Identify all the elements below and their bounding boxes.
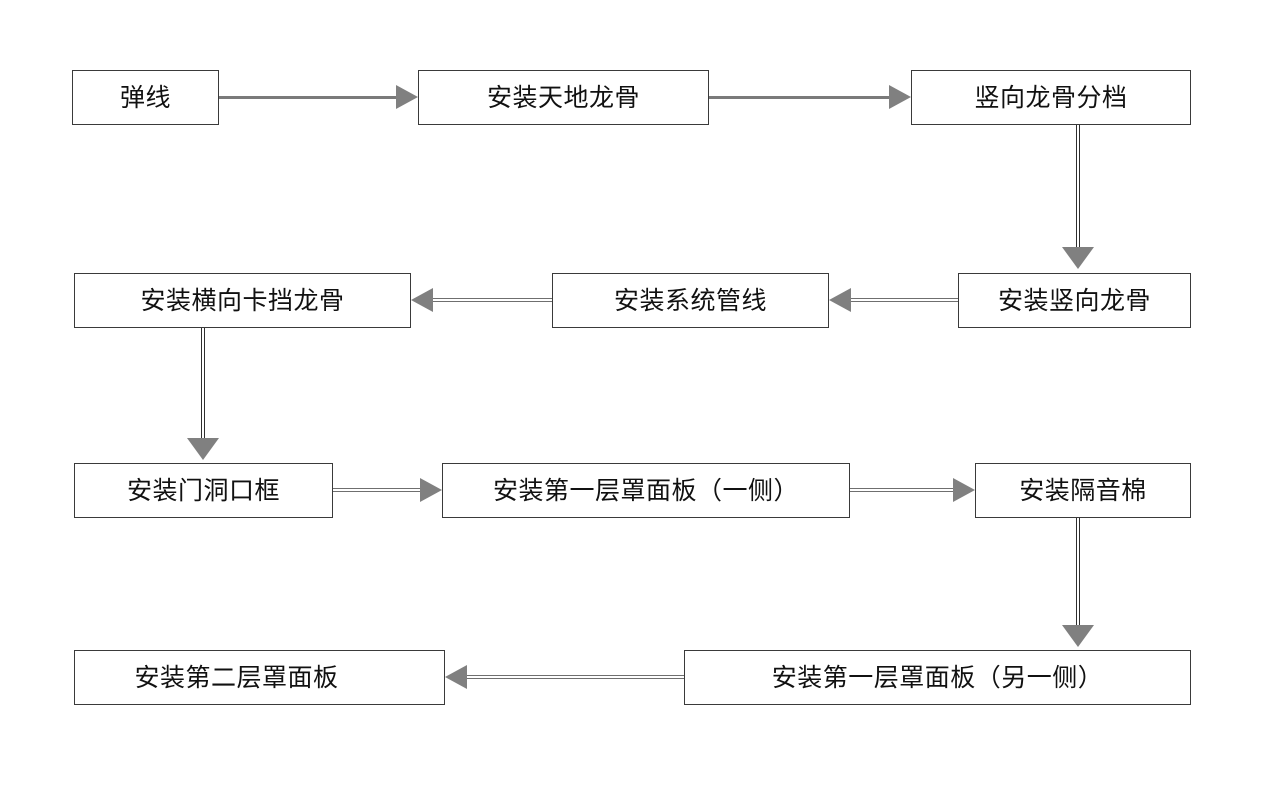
connector-line-e9 xyxy=(1076,518,1080,625)
node-label: 安装竖向龙骨 xyxy=(997,285,1151,315)
arrow-head-e8 xyxy=(953,478,975,502)
connector-line-e5 xyxy=(433,298,552,302)
node-label: 安装门洞口框 xyxy=(126,475,280,505)
arrow-head-e10 xyxy=(445,665,467,689)
process-node-stud-spacing[interactable]: 竖向龙骨分档 xyxy=(911,70,1191,125)
node-label: 竖向龙骨分档 xyxy=(974,82,1128,112)
connector-line-e1 xyxy=(219,96,396,99)
node-label: 安装第二层罩面板 xyxy=(134,662,339,692)
node-label: 安装第一层罩面板（另一侧） xyxy=(771,662,1104,692)
node-label: 安装隔音棉 xyxy=(1019,475,1147,505)
arrow-head-e5 xyxy=(411,288,433,312)
process-node-install-track-runner[interactable]: 安装天地龙骨 xyxy=(418,70,709,125)
arrow-head-e6 xyxy=(187,438,219,460)
process-node-install-first-layer-panel-other-side[interactable]: 安装第一层罩面板（另一侧） xyxy=(684,650,1191,705)
node-label: 安装系统管线 xyxy=(613,285,767,315)
connector-line-e3 xyxy=(1076,125,1080,247)
node-label: 安装第一层罩面板（一侧） xyxy=(492,475,799,505)
process-node-install-second-layer-panel[interactable]: 安装第二层罩面板 xyxy=(74,650,445,705)
connector-line-e7 xyxy=(333,488,420,492)
process-node-install-vertical-stud[interactable]: 安装竖向龙骨 xyxy=(958,273,1191,328)
process-node-danxian[interactable]: 弹线 xyxy=(72,70,219,125)
arrow-head-e1 xyxy=(396,85,418,109)
connector-line-e6 xyxy=(201,328,205,438)
arrow-head-e9 xyxy=(1062,625,1094,647)
connector-line-e8 xyxy=(850,488,953,492)
node-label: 安装横向卡挡龙骨 xyxy=(140,285,345,315)
arrow-head-e7 xyxy=(420,478,442,502)
process-node-install-cross-bracing-stud[interactable]: 安装横向卡挡龙骨 xyxy=(74,273,411,328)
node-label: 安装天地龙骨 xyxy=(486,82,640,112)
process-node-install-first-layer-panel-one-side[interactable]: 安装第一层罩面板（一侧） xyxy=(442,463,850,518)
connector-line-e10 xyxy=(467,675,684,679)
connector-line-e4 xyxy=(851,298,958,302)
arrow-head-e2 xyxy=(889,85,911,109)
process-node-install-door-opening-frame[interactable]: 安装门洞口框 xyxy=(74,463,333,518)
arrow-head-e3 xyxy=(1062,247,1094,269)
connector-line-e2 xyxy=(709,96,889,99)
node-label: 弹线 xyxy=(119,82,171,112)
process-node-install-system-pipes[interactable]: 安装系统管线 xyxy=(552,273,829,328)
process-node-install-sound-insulation-cotton[interactable]: 安装隔音棉 xyxy=(975,463,1191,518)
arrow-head-e4 xyxy=(829,288,851,312)
